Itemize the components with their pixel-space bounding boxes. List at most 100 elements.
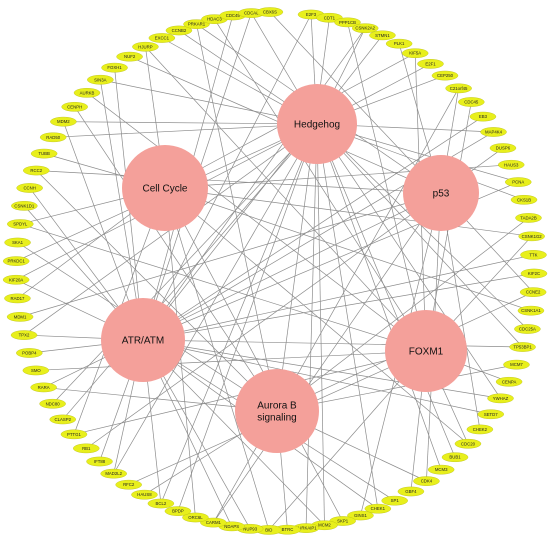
gene-node[interactable]: RAD50 <box>39 132 67 143</box>
interaction-edge <box>316 123 325 526</box>
interaction-edge <box>63 121 318 125</box>
gene-node[interactable]: PPP1CB <box>334 17 361 28</box>
gene-node[interactable]: RARA <box>30 382 57 393</box>
gene-node[interactable]: SMO <box>22 365 50 376</box>
gene-node[interactable]: CDC20 <box>454 438 482 449</box>
gene-node[interactable]: NUF2 <box>116 51 143 62</box>
gene-node[interactable]: CDC25A <box>514 324 541 334</box>
gene-node[interactable]: KIF5A <box>401 48 429 59</box>
interaction-edge <box>164 187 343 522</box>
gene-node[interactable]: CARM1 <box>200 517 227 528</box>
gene-node[interactable]: RAD17 <box>4 293 31 304</box>
gene-label: MAD2L2 <box>105 471 122 476</box>
gene-node[interactable]: HAUS8 <box>131 489 158 500</box>
gene-node[interactable]: RCC2 <box>23 165 50 176</box>
gene-node[interactable]: PLK1 <box>385 38 413 49</box>
gene-node[interactable]: GBF4 <box>397 486 425 497</box>
gene-node[interactable]: POBP4 <box>16 348 43 358</box>
interaction-edge <box>52 123 318 405</box>
gene-node[interactable]: HAUS3 <box>498 159 525 170</box>
gene-node[interactable]: IFT88 <box>86 456 113 467</box>
gene-node-shape <box>86 456 113 467</box>
gene-node[interactable]: MAD2L2 <box>100 468 127 479</box>
gene-node[interactable]: SP1 <box>381 495 408 506</box>
gene-label: CLASP2 <box>55 417 72 422</box>
gene-node[interactable]: E2F1 <box>417 59 444 69</box>
pathway-node-atr[interactable]: ATR/ATM <box>101 298 185 382</box>
gene-node[interactable]: MCM3 <box>427 464 455 475</box>
pathway-node-cellcycle[interactable]: Cell Cycle <box>122 145 208 231</box>
gene-node[interactable]: CCNB2 <box>165 25 193 36</box>
pathway-node-shape <box>385 310 467 392</box>
gene-node[interactable]: CENPH <box>61 102 88 112</box>
gene-node[interactable]: CBX6S <box>256 7 284 17</box>
gene-label: STMN1 <box>375 33 390 38</box>
gene-node[interactable]: AURKB <box>73 88 101 98</box>
gene-node[interactable]: CDC45 <box>458 97 485 107</box>
gene-node[interactable]: SIN3A <box>87 74 114 85</box>
gene-node[interactable]: TTK <box>520 250 547 260</box>
gene-node[interactable]: PTTG1 <box>60 429 88 440</box>
gene-node[interactable]: STMN1 <box>369 30 396 41</box>
gene-node[interactable]: CKS1B <box>510 195 538 205</box>
gene-node[interactable]: CEP250 <box>431 70 459 81</box>
gene-node-shape <box>131 489 158 500</box>
gene-node[interactable]: KIF2C <box>520 268 548 279</box>
gene-node[interactable]: FOXH1 <box>101 62 128 73</box>
pathway-node-p53[interactable]: p53 <box>403 155 479 231</box>
gene-node[interactable]: CLASP2 <box>49 414 76 425</box>
gene-node[interactable]: CHEK1 <box>364 503 392 514</box>
gene-node[interactable]: MCM7 <box>503 359 530 370</box>
gene-node[interactable]: NDC80 <box>39 398 66 409</box>
gene-node[interactable]: CSNK1G2 <box>518 231 545 242</box>
gene-node[interactable]: C21orf45 <box>445 83 472 94</box>
gene-node[interactable]: CDK4 <box>413 476 440 486</box>
gene-node[interactable]: RB1 <box>73 443 100 454</box>
gene-node[interactable]: KIF20A <box>2 274 30 285</box>
gene-node[interactable]: TADA2B <box>515 213 542 223</box>
gene-node[interactable]: PRKDC1 <box>2 256 30 266</box>
interaction-edge <box>142 273 535 341</box>
gene-node[interactable]: YWHAZ <box>487 393 514 404</box>
gene-node[interactable]: CSNK1A1 <box>517 305 545 316</box>
gene-label: PRKAR1 <box>188 22 206 27</box>
gene-node[interactable]: CSNK2A2 <box>352 23 379 34</box>
gene-node[interactable]: CHEK2 <box>466 424 494 435</box>
gene-node[interactable]: MDM1 <box>6 312 34 322</box>
gene-label: TP53BP1 <box>513 345 532 350</box>
gene-node[interactable]: SETD7 <box>477 409 504 420</box>
gene-node[interactable]: BPDP <box>164 506 192 516</box>
gene-label: EB3 <box>479 114 488 119</box>
gene-node[interactable]: CCNH <box>16 183 43 193</box>
gene-node[interactable]: BTRC <box>274 524 301 535</box>
gene-node[interactable]: ORC6L <box>182 512 209 523</box>
gene-node[interactable]: TPX2 <box>10 330 38 340</box>
gene-node[interactable]: GINS1 <box>347 510 374 521</box>
gene-node[interactable]: PCNA <box>505 177 532 187</box>
gene-node[interactable]: EXCC1 <box>148 33 176 43</box>
gene-node[interactable]: MDM2 <box>50 116 77 127</box>
gene-node[interactable]: SPDYL <box>7 219 34 229</box>
gene-node[interactable]: HJURP <box>132 41 159 52</box>
gene-label: PPP1CB <box>339 20 356 25</box>
gene-node[interactable]: SKA1 <box>4 237 31 248</box>
gene-node[interactable]: DUSP6 <box>489 143 517 153</box>
gene-label: BUB1 <box>449 455 461 460</box>
gene-node[interactable]: CSNK1D1 <box>11 201 38 211</box>
gene-node[interactable]: CCNE2 <box>519 287 547 297</box>
gene-label: CKS1B <box>517 197 531 202</box>
gene-node[interactable]: TUBB <box>30 148 58 159</box>
pathway-node-foxm1[interactable]: FOXM1 <box>385 310 467 392</box>
gene-label: PRKDC1 <box>7 259 25 264</box>
gene-node[interactable]: BCL2 <box>147 498 175 509</box>
gene-node[interactable]: TP53BP1 <box>509 342 536 352</box>
gene-node[interactable]: PRKAR1 <box>183 19 210 29</box>
gene-node[interactable]: RFC2 <box>115 479 142 490</box>
gene-node-shape <box>50 116 77 127</box>
gene-node[interactable]: MAP4K4 <box>480 127 507 137</box>
gene-node[interactable]: CENPA <box>495 376 523 387</box>
pathway-node-hedgehog[interactable]: Hedgehog <box>277 84 357 164</box>
gene-node[interactable]: EB3 <box>469 111 497 122</box>
gene-node[interactable]: BUB1 <box>441 452 469 462</box>
